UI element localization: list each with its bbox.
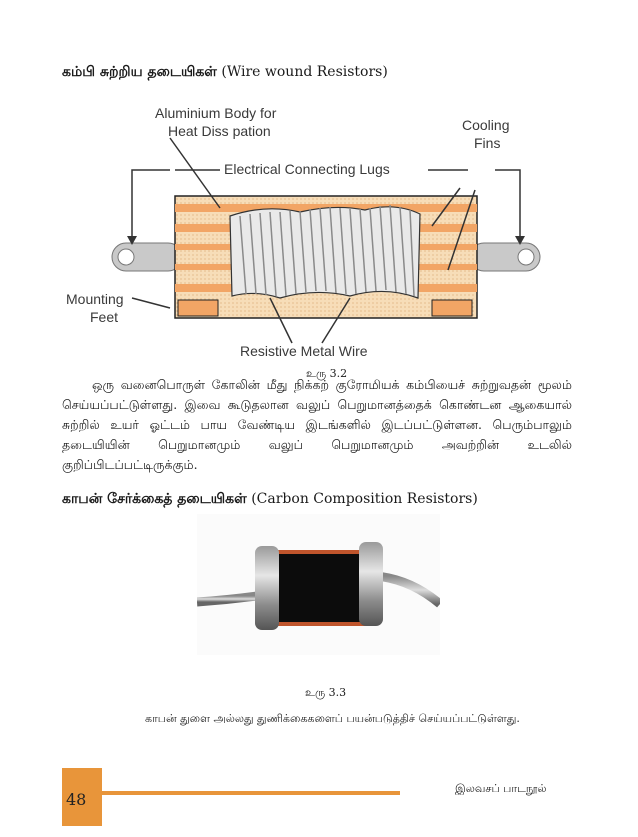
left-lug bbox=[111, 242, 183, 272]
right-lead-wire bbox=[376, 571, 440, 608]
left-lead-wire bbox=[197, 591, 258, 607]
label-mounting-1: Mounting bbox=[66, 291, 124, 307]
page-number: 48 bbox=[66, 790, 87, 809]
figure-description: காபன் துளை அல்லது துணிக்கைகளைப் பயன்படுத… bbox=[145, 712, 520, 725]
wirewound-resistor-diagram: Aluminium Body for Heat Diss pation Cool… bbox=[66, 105, 541, 359]
section-heading-wirewound: கம்பி சுற்றிய தடையிகள் (Wire wound Resis… bbox=[62, 64, 388, 82]
book-title: இலவசப் பாடநூல் bbox=[455, 782, 547, 795]
heading-english: (Carbon Composition Resistors) bbox=[251, 491, 478, 507]
figure-caption-3-3: உரு 3.3 bbox=[305, 686, 347, 699]
page-number-tab bbox=[62, 768, 102, 826]
label-aluminium-body-1: Aluminium Body for bbox=[155, 105, 277, 121]
paragraph-text: ஒரு வனைபொருள் கோலின் மீது நிக்கற் குரோமி… bbox=[62, 377, 572, 472]
right-lug bbox=[469, 242, 541, 272]
label-cooling-2: Fins bbox=[474, 135, 500, 151]
section-heading-carbon: காபன் சேர்க்கைத் தடையிகள் (Carbon Compos… bbox=[62, 491, 478, 509]
heading-tamil: காபன் சேர்க்கைத் தடையிகள் bbox=[62, 491, 247, 507]
right-end-cap bbox=[359, 542, 383, 626]
heading-english: (Wire wound Resistors) bbox=[221, 64, 388, 80]
left-end-cap bbox=[255, 546, 279, 630]
footer-rule bbox=[102, 791, 400, 795]
resistor-core bbox=[271, 554, 367, 622]
figure-caption-3-2: உரு 3.2 bbox=[306, 367, 348, 380]
label-connecting-lugs: Electrical Connecting Lugs bbox=[224, 161, 390, 177]
label-aluminium-body-2: Heat Diss pation bbox=[168, 123, 271, 139]
leader-lines bbox=[131, 137, 521, 344]
heading-tamil: கம்பி சுற்றிய தடையிகள் bbox=[62, 64, 217, 80]
mounting-feet bbox=[177, 299, 473, 317]
wire-windings bbox=[239, 204, 415, 297]
arrow-heads bbox=[127, 236, 525, 245]
body-paragraph: ஒரு வனைபொருள் கோலின் மீது நிக்கற் குரோமி… bbox=[62, 375, 572, 475]
carbon-resistor-photo bbox=[197, 514, 440, 655]
label-cooling-1: Cooling bbox=[462, 117, 509, 133]
label-resistive-wire: Resistive Metal Wire bbox=[240, 343, 368, 359]
label-mounting-2: Feet bbox=[90, 309, 118, 325]
